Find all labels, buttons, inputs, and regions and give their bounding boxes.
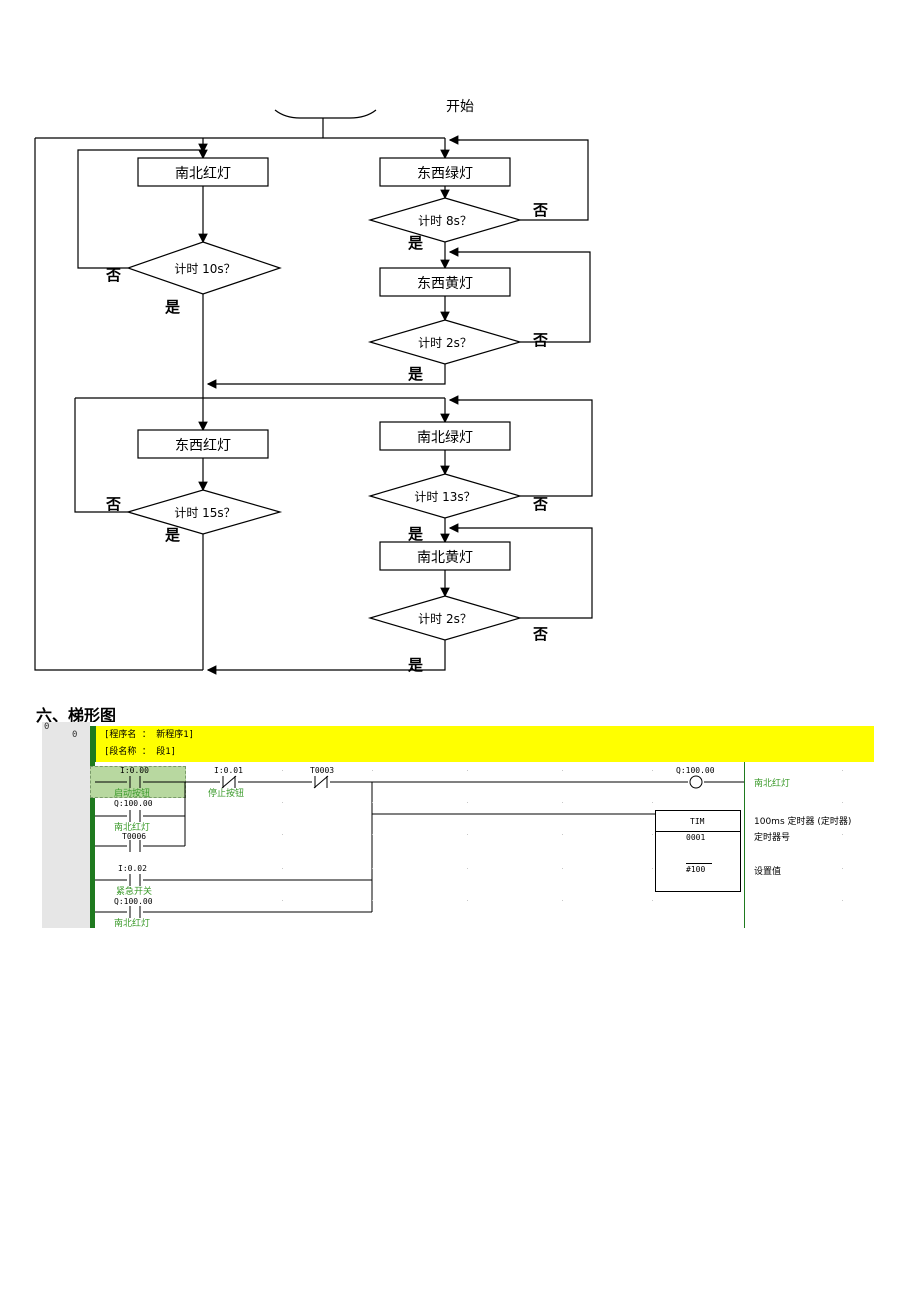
coil-comment: 南北红灯	[754, 779, 791, 789]
decision-10s-label: 计时 10s？	[174, 262, 236, 276]
grid-dot	[562, 770, 563, 771]
start-terminal-edge	[274, 109, 377, 119]
box-ns-yellow	[379, 541, 511, 571]
flowchart	[34, 109, 593, 675]
yes-label-8s: 是	[408, 234, 424, 252]
grid-dot	[467, 834, 468, 835]
box-ew-green-label: 东西绿灯	[417, 166, 473, 182]
yes-label-2s-a: 是	[408, 365, 424, 383]
decision-2s-a-label: 计时 2s？	[418, 336, 472, 350]
no-label-13s: 否	[533, 495, 549, 513]
grid-dot	[467, 770, 468, 771]
grid-dot	[282, 868, 283, 869]
box-ew-red-label: 东西红灯	[175, 438, 231, 454]
contact-t0006-addr: T0006	[122, 832, 147, 841]
box-ew-yellow	[379, 267, 511, 297]
grid-dot	[282, 834, 283, 835]
box-ns-yellow-label: 南北黄灯	[417, 550, 473, 566]
contact-start-addr: I:0.00	[120, 766, 149, 775]
ladder-diagram: 0 0 [程序名 ： 新程序1] [段名称 ： 段1]	[42, 722, 874, 928]
yes-label-15s: 是	[165, 526, 181, 544]
grid-dot	[652, 770, 653, 771]
rung-gutter	[42, 722, 90, 928]
decision-8s-label: 计时 8s？	[418, 214, 472, 228]
grid-dot	[562, 868, 563, 869]
contact-stop-comment: 停止按钮	[208, 789, 245, 799]
box-ew-green	[379, 157, 511, 187]
no-label-2s-a: 否	[533, 331, 549, 349]
rung-number: 0	[72, 730, 78, 740]
decision-2s-b-label: 计时 2s？	[418, 612, 472, 626]
contact-q2-addr: Q:100.00	[114, 897, 153, 906]
box-ns-green-label: 南北绿灯	[417, 430, 473, 446]
box-ns-red-label: 南北红灯	[175, 166, 231, 182]
grid-dot	[372, 770, 373, 771]
grid-dot	[282, 770, 283, 771]
grid-dot	[467, 802, 468, 803]
timer-desc: 100ms 定时器 (定时器)	[754, 817, 852, 827]
contact-t0003-addr: T0003	[310, 766, 335, 775]
gutter-top-number: 0	[44, 722, 50, 732]
no-label-10s: 否	[106, 266, 122, 284]
no-label-8s: 否	[533, 201, 549, 219]
section-title-ladder: 六、梯形图	[36, 706, 117, 725]
timer-number-desc: 定时器号	[754, 833, 791, 843]
grid-dot	[842, 770, 843, 771]
grid-dot	[652, 802, 653, 803]
grid-dot	[372, 900, 373, 901]
contact-emergency-comment: 紧急开关	[116, 887, 153, 897]
grid-dot	[282, 802, 283, 803]
ladder-wiring	[95, 775, 744, 918]
program-banner	[96, 726, 874, 762]
grid-dot	[652, 900, 653, 901]
grid-dot	[467, 868, 468, 869]
contact-start-comment: 启动按钮	[114, 789, 151, 799]
contact-emergency-addr: I:0.02	[118, 864, 147, 873]
segment-name: [段名称 ： 段1]	[104, 747, 177, 757]
box-ew-red	[137, 429, 269, 459]
timer-block[interactable]: TIM 0001 #100	[655, 810, 741, 892]
grid-dot	[372, 834, 373, 835]
no-label-15s: 否	[106, 495, 122, 513]
program-name: [程序名 ： 新程序1]	[104, 730, 195, 740]
grid-dot	[842, 900, 843, 901]
yes-label-10s: 是	[165, 298, 181, 316]
decision-15s-label: 计时 15s？	[174, 506, 236, 520]
grid-dot	[842, 834, 843, 835]
yes-label-2s-b: 是	[408, 656, 424, 674]
grid-dot	[652, 834, 653, 835]
grid-dot	[282, 900, 283, 901]
box-ns-red-top	[137, 157, 269, 187]
grid-dot	[372, 868, 373, 869]
grid-dot	[562, 802, 563, 803]
right-power-rail	[744, 762, 745, 928]
contact-hold-addr: Q:100.00	[114, 799, 153, 808]
left-power-rail	[90, 762, 95, 928]
grid-dot	[562, 900, 563, 901]
contact-hold-comment: 南北红灯	[114, 823, 151, 833]
grid-dot	[652, 868, 653, 869]
coil-addr: Q:100.00	[676, 766, 715, 775]
contact-stop-addr: I:0.01	[214, 766, 243, 775]
yes-label-13s: 是	[408, 525, 424, 543]
timer-number: 0001	[686, 833, 706, 842]
grid-dot	[842, 868, 843, 869]
box-ew-yellow-label: 东西黄灯	[417, 276, 473, 292]
timer-op: TIM	[690, 817, 705, 826]
grid-dot	[842, 802, 843, 803]
grid-dot	[372, 802, 373, 803]
decision-13s-label: 计时 13s？	[414, 490, 476, 504]
no-label-2s-b: 否	[533, 625, 549, 643]
flowchart-start-label: 开始	[446, 99, 474, 115]
grid-dot	[562, 834, 563, 835]
grid-dot	[467, 900, 468, 901]
timer-preset-desc: 设置值	[754, 867, 782, 877]
contact-q2-comment: 南北红灯	[114, 919, 151, 928]
banner-bar	[90, 726, 96, 762]
timer-preset: #100	[686, 865, 706, 874]
